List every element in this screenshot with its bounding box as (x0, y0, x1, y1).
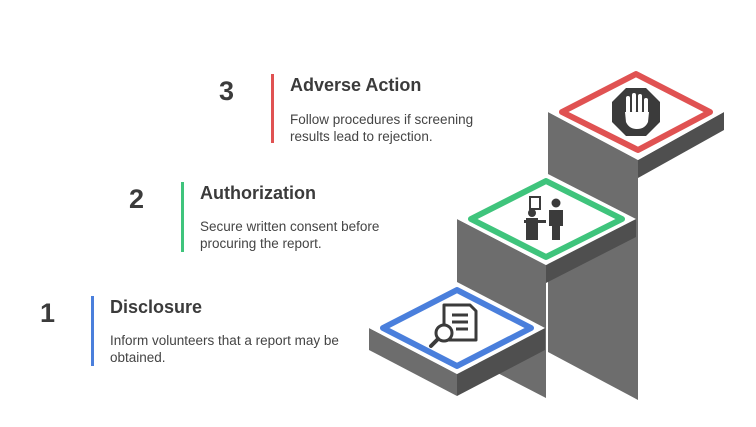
step-3-accent-bar (271, 74, 274, 143)
step-2-accent-bar (181, 182, 184, 252)
step-2-number: 2 (129, 184, 145, 214)
step-1-accent-bar (91, 296, 94, 366)
signing-people-icon (524, 196, 563, 240)
step-2-title: Authorization (200, 183, 316, 203)
step-1-title: Disclosure (110, 297, 203, 317)
document-search-icon (429, 303, 478, 348)
step-3-number: 3 (219, 76, 235, 106)
stop-hand-icon (612, 88, 660, 136)
step-1-description: Inform volunteers that a report may be o… (110, 333, 339, 365)
step-3-title: Adverse Action (290, 75, 422, 95)
step-2-description: Secure written consent before procuring … (200, 219, 380, 251)
step-1-number: 1 (40, 298, 56, 328)
step-3-description: Follow procedures if screening results l… (290, 112, 474, 144)
